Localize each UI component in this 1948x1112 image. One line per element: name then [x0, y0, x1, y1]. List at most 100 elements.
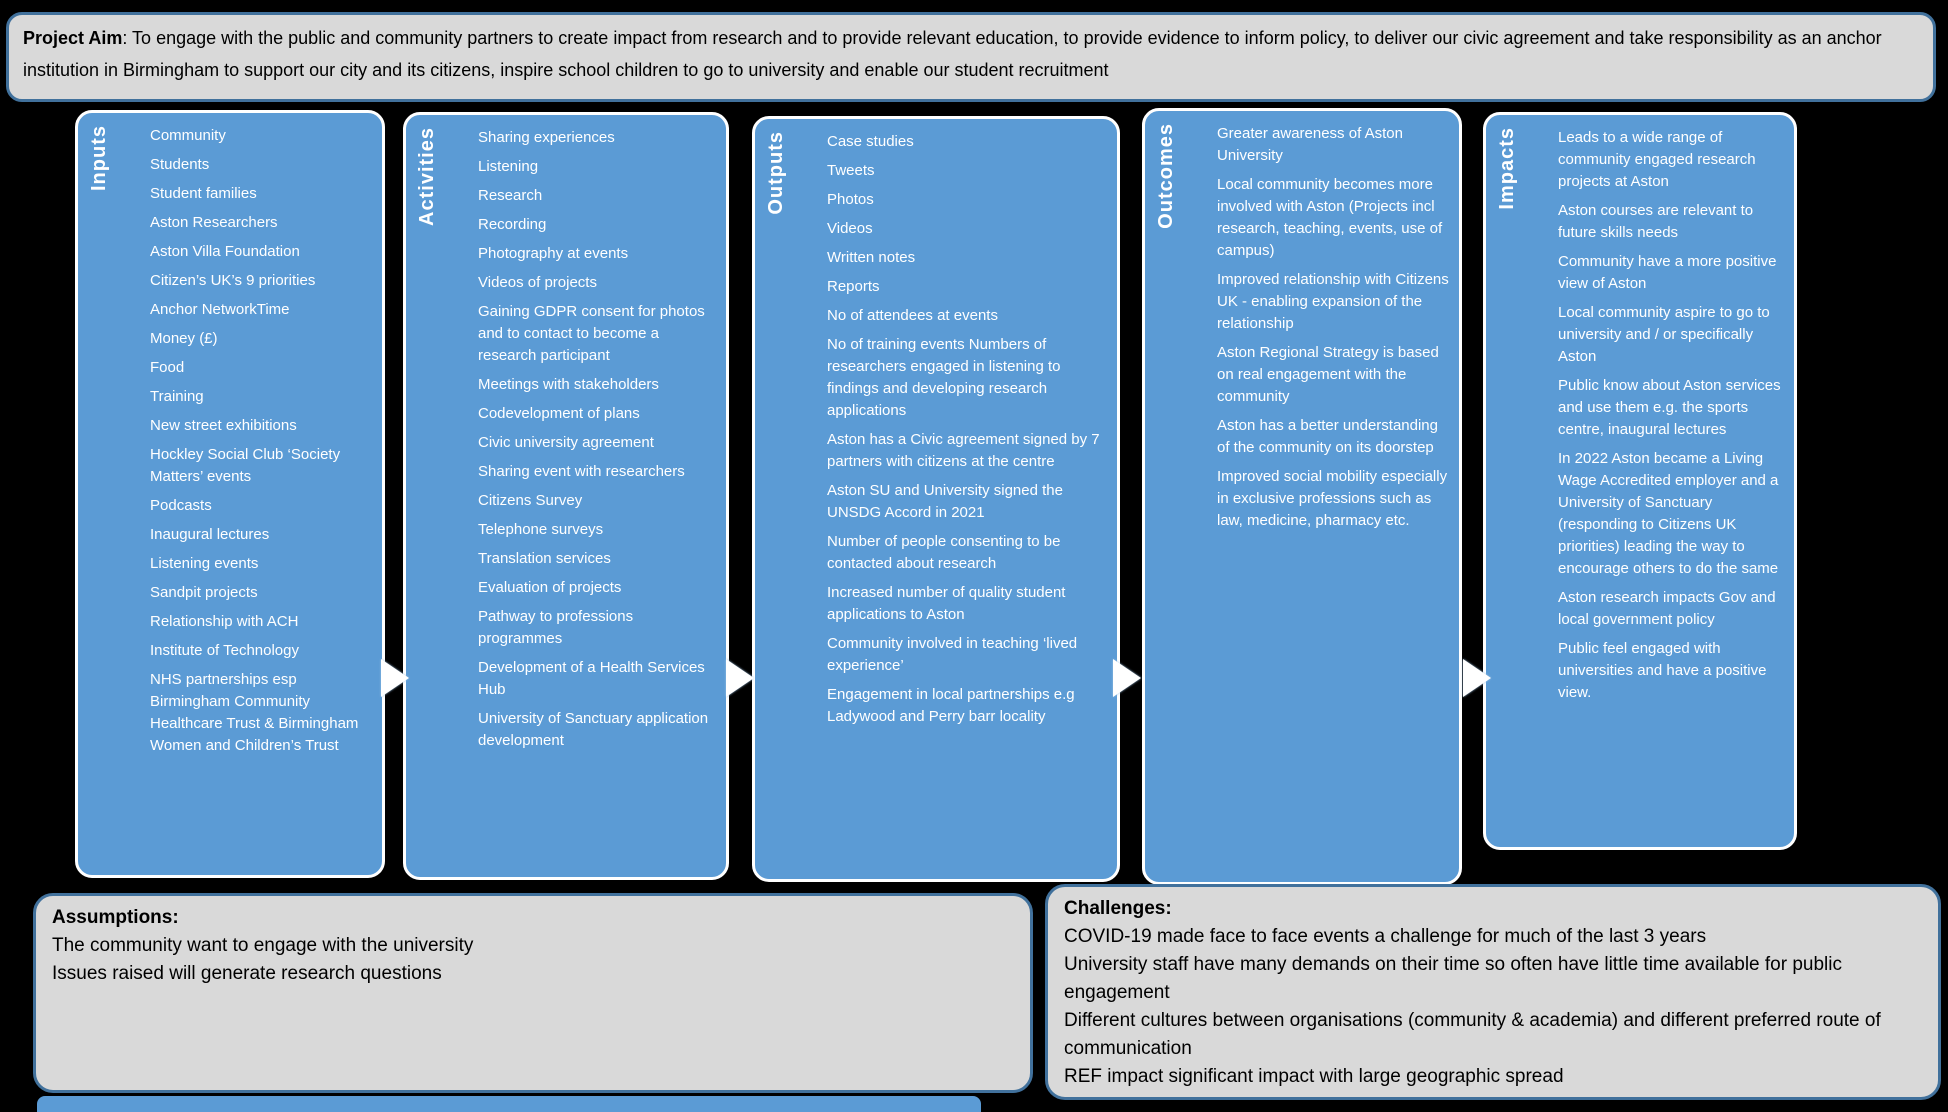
activity-item: Meetings with stakeholders	[478, 376, 659, 393]
input-item: Anchor NetworkTime	[150, 301, 290, 318]
project-aim-label: Project Aim	[23, 28, 123, 48]
challenge-line: Different cultures between organisations…	[1064, 1010, 1881, 1059]
input-item: Aston Villa Foundation	[150, 243, 300, 260]
assumptions-box: Assumptions: The community want to engag…	[33, 893, 1033, 1093]
project-aim-text: : To engage with the public and communit…	[23, 28, 1882, 80]
output-item: Written notes	[827, 249, 916, 266]
column-impacts-label: Impacts	[1496, 127, 1518, 210]
impact-item: Community have a more positive view of A…	[1558, 253, 1777, 292]
output-item: Aston has a Civic agreement signed by 7 …	[827, 431, 1100, 470]
activity-item: Civic university agreement	[478, 434, 654, 451]
output-item: Videos	[827, 220, 873, 237]
impact-item: Leads to a wide range of community engag…	[1558, 129, 1756, 190]
challenges-box: Challenges: COVID-19 made face to face e…	[1045, 884, 1941, 1100]
challenge-line: COVID-19 made face to face events a chal…	[1064, 926, 1707, 947]
impact-item: Public feel engaged with universities an…	[1558, 640, 1767, 701]
outcome-item: Improved social mobility especially in e…	[1217, 468, 1448, 529]
input-item: Citizen’s UK’s 9 priorities	[150, 272, 316, 289]
flow-arrow-icon	[1463, 659, 1491, 697]
assumptions-title: Assumptions:	[52, 907, 179, 928]
input-item: Sandpit projects	[150, 584, 258, 601]
challenge-line: REF impact significant impact with large…	[1064, 1066, 1564, 1087]
impact-item: In 2022 Aston became a Living Wage Accre…	[1558, 450, 1779, 577]
impact-item: Local community aspire to go to universi…	[1558, 304, 1770, 365]
activity-item: Codevelopment of plans	[478, 405, 640, 422]
project-aim-box: Project Aim: To engage with the public a…	[6, 12, 1936, 102]
activity-item: Photography at events	[478, 245, 629, 262]
outcome-item: Aston has a better understanding of the …	[1217, 417, 1438, 456]
activity-item: University of Sanctuary application deve…	[478, 710, 709, 749]
activity-item: Recording	[478, 216, 547, 233]
input-item: Community	[150, 127, 226, 144]
output-item: Increased number of quality student appl…	[827, 584, 1066, 623]
output-item: Community involved in teaching ‘lived ex…	[827, 635, 1078, 674]
activity-item: Pathway to professions programmes	[478, 608, 634, 647]
column-outputs-label: Outputs	[765, 131, 787, 215]
input-item: Podcasts	[150, 497, 212, 514]
outcome-item: Aston Regional Strategy is based on real…	[1217, 344, 1439, 405]
activity-item: Gaining GDPR consent for photos and to c…	[478, 303, 705, 364]
impact-item: Aston research impacts Gov and local gov…	[1558, 589, 1776, 628]
activity-item: Translation services	[478, 550, 611, 567]
column-impacts-items: Leads to a wide range of community engag…	[1558, 115, 1794, 704]
output-item: Tweets	[827, 162, 875, 179]
output-item: No of attendees at events	[827, 307, 998, 324]
assumption-line: The community want to engage with the un…	[52, 935, 474, 956]
activity-item: Listening	[478, 158, 539, 175]
input-item: Student families	[150, 185, 257, 202]
column-outcomes: Outcomes Greater awareness of Aston Univ…	[1142, 108, 1462, 885]
challenge-line: University staff have many demands on th…	[1064, 954, 1842, 1003]
input-item: Training	[150, 388, 204, 405]
output-item: Case studies	[827, 133, 914, 150]
activity-item: Development of a Health Services Hub	[478, 659, 705, 698]
flow-arrow-icon	[1113, 659, 1141, 697]
activity-item: Evaluation of projects	[478, 579, 622, 596]
output-item: Engagement in local partnerships e.g Lad…	[827, 686, 1075, 725]
output-item: Reports	[827, 278, 880, 295]
input-item: Food	[150, 359, 185, 376]
input-item: Aston Researchers	[150, 214, 278, 231]
input-item: Money (£)	[150, 330, 218, 347]
input-item: Students	[150, 156, 210, 173]
activity-item: Research	[478, 187, 543, 204]
assumption-line: Issues raised will generate research que…	[52, 963, 442, 984]
input-item: Hockley Social Club ‘Society Matters’ ev…	[150, 446, 341, 485]
outcome-item: Local community becomes more involved wi…	[1217, 176, 1443, 259]
output-item: Photos	[827, 191, 874, 208]
output-item: Number of people consenting to be contac…	[827, 533, 1061, 572]
input-item: Institute of Technology	[150, 642, 299, 659]
column-outcomes-label: Outcomes	[1155, 123, 1177, 229]
challenges-title: Challenges:	[1064, 898, 1172, 919]
flow-arrow-icon	[726, 659, 754, 697]
assumptions-lines: The community want to engage with the un…	[52, 932, 1014, 988]
column-inputs-label: Inputs	[88, 125, 110, 191]
input-item: Listening events	[150, 555, 259, 572]
column-activities-label: Activities	[416, 127, 438, 226]
activity-item: Sharing experiences	[478, 129, 615, 146]
input-item: NHS partnerships esp Birmingham Communit…	[150, 671, 359, 754]
activity-item: Telephone surveys	[478, 521, 604, 538]
clipped-blue-box-edge	[37, 1096, 981, 1112]
output-item: No of training events Numbers of researc…	[827, 336, 1061, 419]
activity-item: Sharing event with researchers	[478, 463, 685, 480]
column-impacts: Impacts Leads to a wide range of communi…	[1483, 112, 1797, 850]
flow-arrow-icon	[381, 659, 409, 697]
activity-item: Videos of projects	[478, 274, 597, 291]
challenges-lines: COVID-19 made face to face events a chal…	[1064, 923, 1922, 1091]
outcome-item: Improved relationship with Citizens UK -…	[1217, 271, 1449, 332]
output-item: Aston SU and University signed the UNSDG…	[827, 482, 1063, 521]
input-item: Relationship with ACH	[150, 613, 299, 630]
input-item: New street exhibitions	[150, 417, 297, 434]
impact-item: Aston courses are relevant to future ski…	[1558, 202, 1754, 241]
input-item: Inaugural lectures	[150, 526, 270, 543]
activity-item: Citizens Survey	[478, 492, 583, 509]
outcome-item: Greater awareness of Aston University	[1217, 125, 1403, 164]
